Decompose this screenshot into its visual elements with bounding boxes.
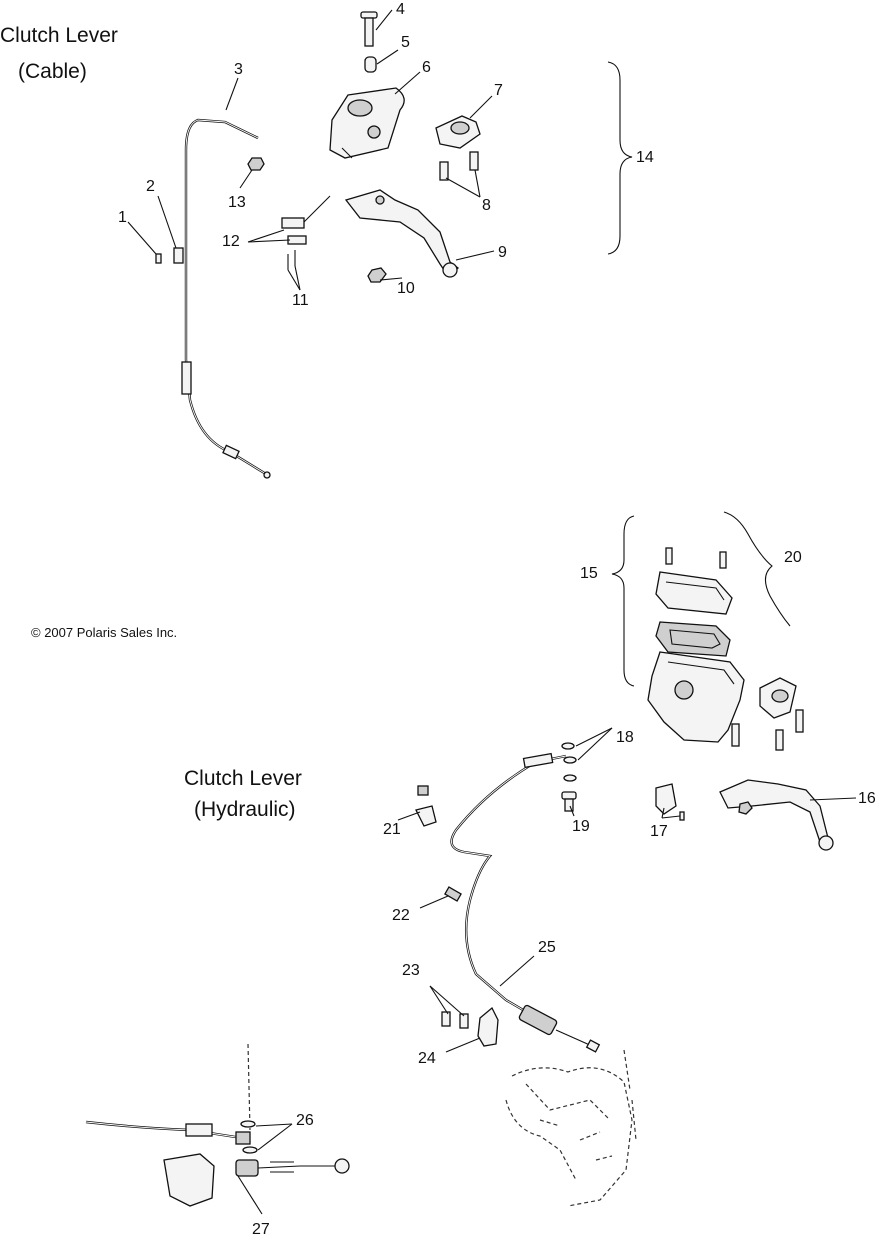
nut-part-10	[367, 267, 387, 283]
screws-part-8	[439, 151, 479, 181]
hydraulic-title-line2: (Hydraulic)	[194, 798, 296, 821]
master-cylinder-clamp	[759, 677, 797, 719]
callout-25: 25	[538, 939, 556, 956]
callout-8: 8	[482, 197, 491, 214]
callout-23: 23	[402, 962, 420, 979]
callout-13: 13	[228, 194, 246, 211]
reservoir-diaphragm	[655, 621, 731, 657]
callout-7: 7	[494, 82, 503, 99]
callout-14: 14	[636, 149, 654, 166]
callout-3: 3	[234, 61, 243, 78]
callout-19: 19	[572, 818, 590, 835]
bushing-part-5	[364, 56, 377, 73]
callout-27: 27	[252, 1221, 270, 1234]
switch-part-17	[655, 783, 685, 821]
callout-15: 15	[580, 565, 598, 582]
bracket-15	[611, 515, 635, 687]
bracket-part-24	[477, 1006, 499, 1047]
bracket-20	[723, 511, 791, 627]
callout-17: 17	[650, 823, 668, 840]
cable-callout-leaders	[127, 9, 495, 291]
callout-18: 18	[616, 729, 634, 746]
bracket-part-21	[415, 785, 437, 827]
callout-9: 9	[498, 244, 507, 261]
washers-part-18	[561, 742, 577, 782]
clip-part-1	[155, 253, 162, 264]
callout-2: 2	[146, 178, 155, 195]
washers-part-26	[240, 1120, 258, 1154]
callout-11: 11	[292, 292, 309, 309]
cap-screws-part-20	[665, 547, 727, 569]
master-cylinder-screws	[731, 709, 804, 751]
engine-case-outline	[505, 1049, 637, 1207]
callout-10: 10	[397, 280, 415, 297]
callout-26: 26	[296, 1112, 314, 1129]
clamp-part-7	[435, 115, 481, 149]
callout-21: 21	[383, 821, 401, 838]
callout-1: 1	[118, 209, 127, 226]
slave-cylinder-part-27	[163, 1153, 350, 1207]
hydraulic-hose-part-25	[450, 752, 567, 1031]
callout-6: 6	[422, 59, 431, 76]
copyright-text: © 2007 Polaris Sales Inc.	[31, 625, 177, 640]
cable-title-line1: Clutch Lever	[0, 24, 118, 47]
slave-cylinder	[518, 1004, 601, 1053]
clutch-lever-part-9	[344, 189, 460, 278]
lever-nut	[738, 801, 753, 815]
clip-part-22	[444, 886, 462, 902]
callout-20: 20	[784, 549, 802, 566]
callout-4: 4	[396, 1, 405, 18]
bolt-part-4	[360, 11, 378, 47]
callout-16: 16	[858, 790, 876, 807]
inset-cable-end	[85, 1043, 251, 1145]
callout-24: 24	[418, 1050, 436, 1067]
clutch-cable-part-3	[181, 118, 271, 479]
hydraulic-title-line1: Clutch Lever	[184, 767, 302, 790]
bolts-part-23	[441, 1011, 469, 1029]
bracket-14	[607, 61, 633, 255]
banjo-bolt-part-19	[561, 791, 577, 812]
reservoir-cover	[655, 571, 733, 615]
screws-part-11	[287, 250, 296, 270]
cable-title-line2: (Cable)	[18, 60, 87, 83]
nut-part-13	[247, 157, 265, 171]
callout-22: 22	[392, 907, 410, 924]
master-cylinder-body	[647, 651, 745, 743]
callout-5: 5	[401, 34, 410, 51]
callout-12: 12	[222, 233, 240, 250]
lever-bracket-part-6	[329, 87, 405, 159]
switch-part-12	[281, 195, 331, 245]
sleeve-part-2	[173, 247, 184, 264]
clutch-lever-part-16	[719, 779, 834, 851]
hydraulic-callout-leaders	[237, 727, 857, 1215]
